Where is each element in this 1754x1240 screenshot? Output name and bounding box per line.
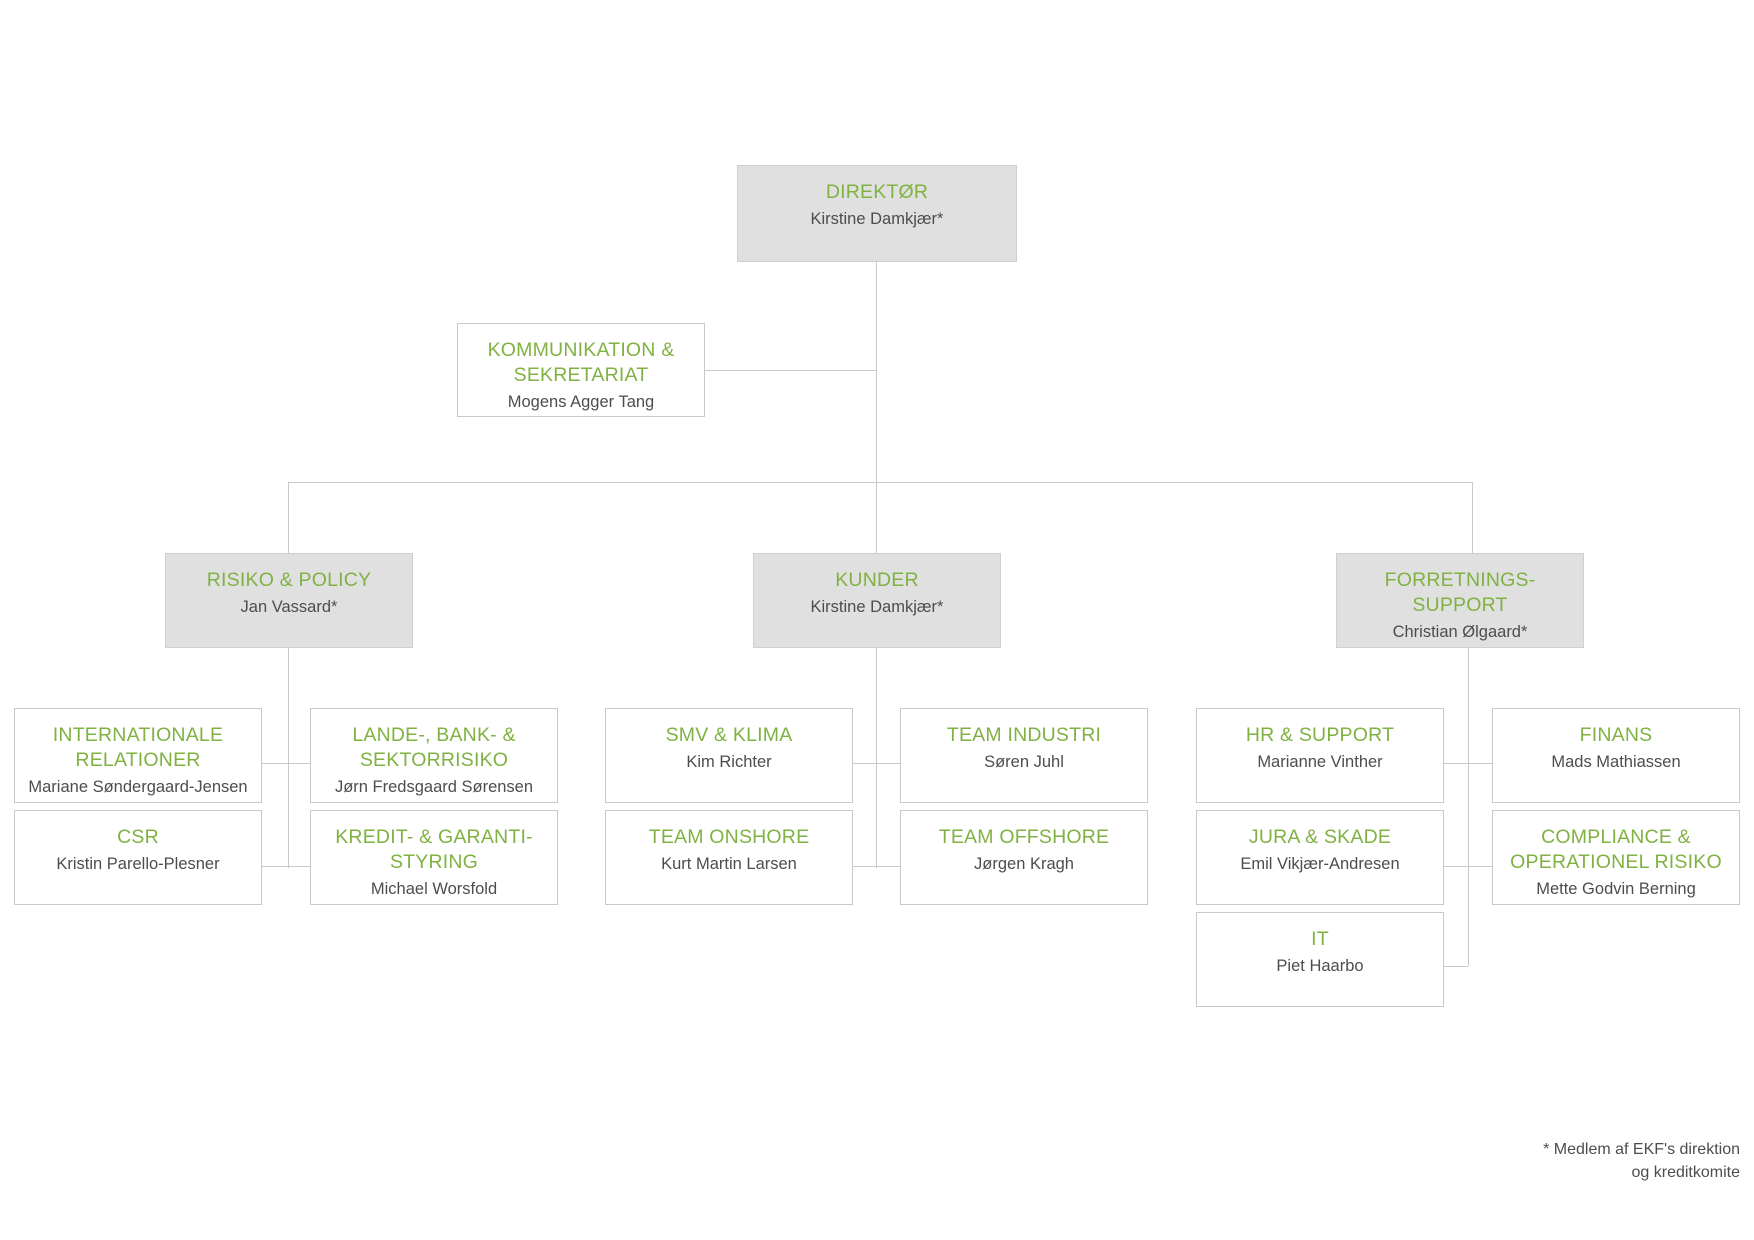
node-unit-label-line1: IT <box>1311 928 1329 950</box>
connector-stub-kredit <box>288 866 310 867</box>
node-lande-bank-sektorrisiko[interactable]: LANDE-, BANK- & SEKTORRISIKO Jørn Fredsg… <box>310 708 558 803</box>
node-unit-label-line1: KREDIT- & GARANTI- <box>335 826 533 848</box>
node-kunder[interactable]: KUNDER Kirstine Damkjær* <box>753 553 1001 648</box>
connector-stub-offshore <box>876 866 900 867</box>
node-unit-label-line1: TEAM ONSHORE <box>648 826 810 848</box>
node-unit-label-line2: RELATIONER <box>75 749 201 771</box>
connector-stub-hr <box>1444 763 1468 764</box>
node-unit-label-line2: STYRING <box>389 851 479 873</box>
node-direktoer[interactable]: DIREKTØR Kirstine Damkjær* <box>737 165 1017 262</box>
node-unit-label-line1: FORRETNINGS- <box>1384 569 1536 591</box>
connector-spine-forretning <box>1468 648 1469 966</box>
connector-spine-kunder <box>876 648 877 868</box>
node-risiko-policy[interactable]: RISIKO & POLICY Jan Vassard* <box>165 553 413 648</box>
connector-drop-kunder <box>876 482 877 558</box>
connector-stub-onshore <box>853 866 876 867</box>
node-person-label: Mariane Søndergaard-Jensen <box>28 778 248 796</box>
node-kredit-garanti-styring[interactable]: KREDIT- & GARANTI- STYRING Michael Worsf… <box>310 810 558 905</box>
node-unit-label-line1: HR & SUPPORT <box>1245 724 1395 746</box>
node-unit-label-line1: SMV & KLIMA <box>665 724 793 746</box>
node-forretnings-support[interactable]: FORRETNINGS- SUPPORT Christian Ølgaard* <box>1336 553 1584 648</box>
node-csr[interactable]: CSR Kristin Parello-Plesner <box>14 810 262 905</box>
connector-stub-smv <box>853 763 876 764</box>
node-person-label: Kristin Parello-Plesner <box>56 855 220 873</box>
node-unit-label-line1: CSR <box>117 826 159 848</box>
connector-staff-stub <box>705 370 877 371</box>
node-unit-label-line1: KOMMUNIKATION & <box>487 339 675 361</box>
node-person-label: Piet Haarbo <box>1276 957 1364 975</box>
node-compliance-operationel-risiko[interactable]: COMPLIANCE & OPERATIONEL RISIKO Mette Go… <box>1492 810 1740 905</box>
connector-stub-internationale <box>262 763 288 764</box>
footnote-line-1: * Medlem af EKF's direktion <box>1543 1141 1740 1158</box>
node-unit-label-line1: JURA & SKADE <box>1248 826 1392 848</box>
node-person-label: Kirstine Damkjær* <box>810 210 944 228</box>
node-person-label: Kim Richter <box>686 753 772 771</box>
node-unit-label-line2: OPERATIONEL RISIKO <box>1510 851 1722 873</box>
node-unit-label-line1: COMPLIANCE & <box>1541 826 1691 848</box>
node-person-label: Kurt Martin Larsen <box>661 855 797 873</box>
connector-main-bus <box>288 482 1472 483</box>
node-team-industri[interactable]: TEAM INDUSTRI Søren Juhl <box>900 708 1148 803</box>
node-smv-klima[interactable]: SMV & KLIMA Kim Richter <box>605 708 853 803</box>
node-unit-label-line2: SEKTORRISIKO <box>359 749 509 771</box>
node-person-label: Marianne Vinther <box>1257 753 1383 771</box>
node-unit-label-line1: TEAM OFFSHORE <box>938 826 1110 848</box>
node-internationale-relationer[interactable]: INTERNATIONALE RELATIONER Mariane Sønder… <box>14 708 262 803</box>
connector-stub-lande <box>288 763 310 764</box>
node-person-label: Jørgen Kragh <box>974 855 1074 873</box>
connector-root-vertical <box>876 262 877 482</box>
node-finans[interactable]: FINANS Mads Mathiassen <box>1492 708 1740 803</box>
node-person-label: Christian Ølgaard* <box>1392 623 1528 641</box>
node-jura-skade[interactable]: JURA & SKADE Emil Vikjær-Andresen <box>1196 810 1444 905</box>
node-person-label: Michael Worsfold <box>370 880 498 898</box>
node-unit-label-line1: TEAM INDUSTRI <box>946 724 1102 746</box>
connector-stub-jura <box>1444 866 1468 867</box>
footnote-line-2: og kreditkomite <box>1631 1164 1741 1181</box>
node-unit-label-line2: SEKRETARIAT <box>513 364 649 386</box>
node-person-label: Jørn Fredsgaard Sørensen <box>334 778 534 796</box>
node-person-label: Emil Vikjær-Andresen <box>1240 855 1400 873</box>
node-it[interactable]: IT Piet Haarbo <box>1196 912 1444 1007</box>
connector-stub-csr <box>262 866 288 867</box>
node-team-onshore[interactable]: TEAM ONSHORE Kurt Martin Larsen <box>605 810 853 905</box>
node-person-label: Søren Juhl <box>984 753 1064 771</box>
node-person-label: Mette Godvin Berning <box>1536 880 1696 898</box>
node-person-label: Mogens Agger Tang <box>507 393 655 411</box>
node-unit-label-line1: FINANS <box>1579 724 1653 746</box>
node-person-label: Jan Vassard* <box>240 598 338 616</box>
node-person-label: Kirstine Damkjær* <box>810 598 944 616</box>
node-unit-label: RISIKO & POLICY <box>206 569 372 591</box>
node-team-offshore[interactable]: TEAM OFFSHORE Jørgen Kragh <box>900 810 1148 905</box>
node-unit-label-line1: LANDE-, BANK- & <box>352 724 516 746</box>
node-unit-label: DIREKTØR <box>825 181 929 203</box>
node-kommunikation-sekretariat[interactable]: KOMMUNIKATION & SEKRETARIAT Mogens Agger… <box>457 323 705 417</box>
connector-stub-finans <box>1468 763 1492 764</box>
connector-stub-it <box>1444 966 1468 967</box>
connector-drop-forretning <box>1472 482 1473 558</box>
connector-stub-compliance <box>1468 866 1492 867</box>
connector-spine-risiko <box>288 648 289 868</box>
node-unit-label-line2: SUPPORT <box>1412 594 1508 616</box>
footnote: * Medlem af EKF's direktion og kreditkom… <box>1240 1138 1740 1184</box>
connector-drop-risiko <box>288 482 289 558</box>
connector-stub-industri <box>876 763 900 764</box>
node-unit-label-line1: INTERNATIONALE <box>52 724 224 746</box>
node-hr-support[interactable]: HR & SUPPORT Marianne Vinther <box>1196 708 1444 803</box>
node-person-label: Mads Mathiassen <box>1551 753 1681 771</box>
node-unit-label: KUNDER <box>835 569 919 591</box>
